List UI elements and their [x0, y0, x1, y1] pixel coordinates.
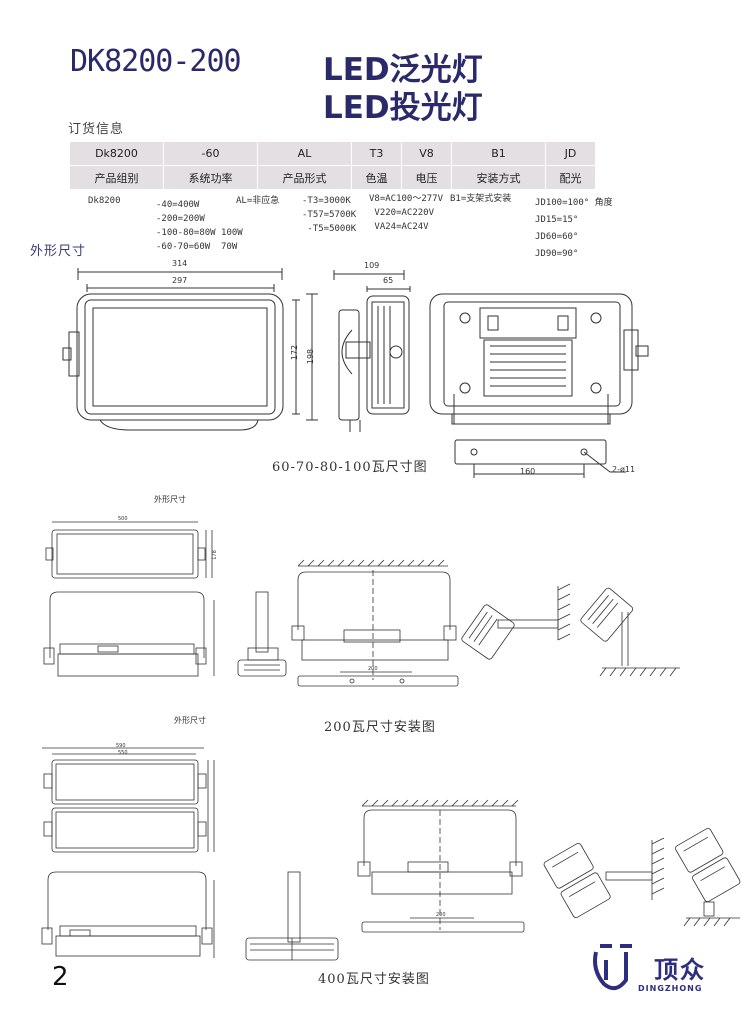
section-200-ceiling-mount	[291, 559, 459, 687]
code-cell: V8	[402, 142, 452, 166]
page-number: 2	[52, 962, 69, 992]
caption-200w: 200瓦尺寸安装图	[324, 720, 436, 735]
section-400-end	[245, 871, 339, 961]
detail-form: AL=非应急	[236, 196, 280, 206]
brand-logo-mark	[593, 944, 632, 991]
label-cell: 电压	[402, 166, 452, 190]
bracket-drawing	[454, 439, 626, 478]
section-200-dim-side: 178	[211, 550, 218, 560]
section-400-front	[42, 747, 215, 853]
detail-voltage: V8=AC100～277V V220=AC220V VA24=AC24V	[369, 194, 444, 232]
dim-width-outer: 314	[172, 259, 188, 268]
detail-group: Dk8200	[88, 196, 121, 206]
dim-depth-outer: 109	[364, 261, 380, 270]
section-200-side	[43, 591, 215, 677]
code-cell: T3	[352, 142, 402, 166]
section-200-dim-bracket: 200	[368, 666, 378, 672]
label-cell: 配光	[546, 166, 596, 190]
order-code-table: Dk8200 -60 AL T3 V8 B1 JD 产品组别 系统功率 产品形式…	[70, 142, 596, 190]
order-info-heading: 订货信息	[68, 122, 125, 137]
code-cell: AL	[258, 142, 352, 166]
detail-power: -40=400W -200=200W -100-80=80W 100W -60-…	[156, 200, 243, 252]
product-title-floodlight: LED泛光灯	[323, 52, 483, 88]
dim-depth-inner: 65	[383, 276, 394, 285]
section-400-dim-outer: 590	[116, 743, 126, 749]
label-cell: 安装方式	[452, 166, 546, 190]
dim-width-inner: 297	[172, 276, 188, 285]
section-400-wall-mount	[543, 827, 741, 927]
section-200-end	[237, 591, 287, 677]
label-cell: 系统功率	[164, 166, 258, 190]
section-400-ceiling-mount	[357, 799, 525, 933]
section-200-front	[45, 521, 213, 579]
section-400-heading: 外形尺寸	[174, 716, 206, 725]
dim-bracket-span: 160	[520, 467, 536, 476]
brand-name: 顶众	[654, 956, 706, 984]
section-200-wall-mount	[461, 583, 680, 677]
label-cell: 产品组别	[70, 166, 164, 190]
code-cell: -60	[164, 142, 258, 166]
section-200-heading: 外形尺寸	[154, 495, 186, 504]
caption-400w: 400瓦尺寸安装图	[318, 972, 430, 987]
rear-view-drawing	[429, 293, 649, 425]
label-cell: 产品形式	[258, 166, 352, 190]
section-400-dim-bracket: 200	[436, 912, 446, 918]
detail-mount: B1=支架式安装	[450, 194, 512, 204]
detail-optics: JD100=100° 角度 JD15=15° JD60=60° JD90=90°	[535, 198, 613, 259]
order-label-row: 产品组别 系统功率 产品形式 色温 电压 安装方式 配光	[70, 166, 596, 190]
code-cell: JD	[546, 142, 596, 166]
model-number: DK8200-200	[70, 44, 242, 79]
brand-name-en: DINGZHONG	[638, 984, 703, 993]
dim-height-outer: 198	[306, 348, 316, 365]
order-code-row: Dk8200 -60 AL T3 V8 B1 JD	[70, 142, 596, 166]
front-view-drawing	[62, 268, 318, 431]
code-cell: Dk8200	[70, 142, 164, 166]
section-400-side	[41, 871, 215, 958]
side-view-drawing	[333, 270, 411, 432]
section-400-dim-inner: 550	[118, 750, 128, 756]
dimensions-heading: 外形尺寸	[30, 244, 87, 259]
dim-hole-spec: 2-ø11	[612, 465, 636, 474]
code-cell: B1	[452, 142, 546, 166]
label-cell: 色温	[352, 166, 402, 190]
product-title-projector: LED投光灯	[323, 90, 483, 126]
caption-60-100w: 60-70-80-100瓦尺寸图	[272, 460, 428, 475]
detail-temp: -T3=3000K -T57=5700K -T5=5000K	[302, 196, 357, 234]
dim-height-inner: 172	[290, 344, 300, 361]
section-200-dim-width: 500	[118, 516, 128, 522]
